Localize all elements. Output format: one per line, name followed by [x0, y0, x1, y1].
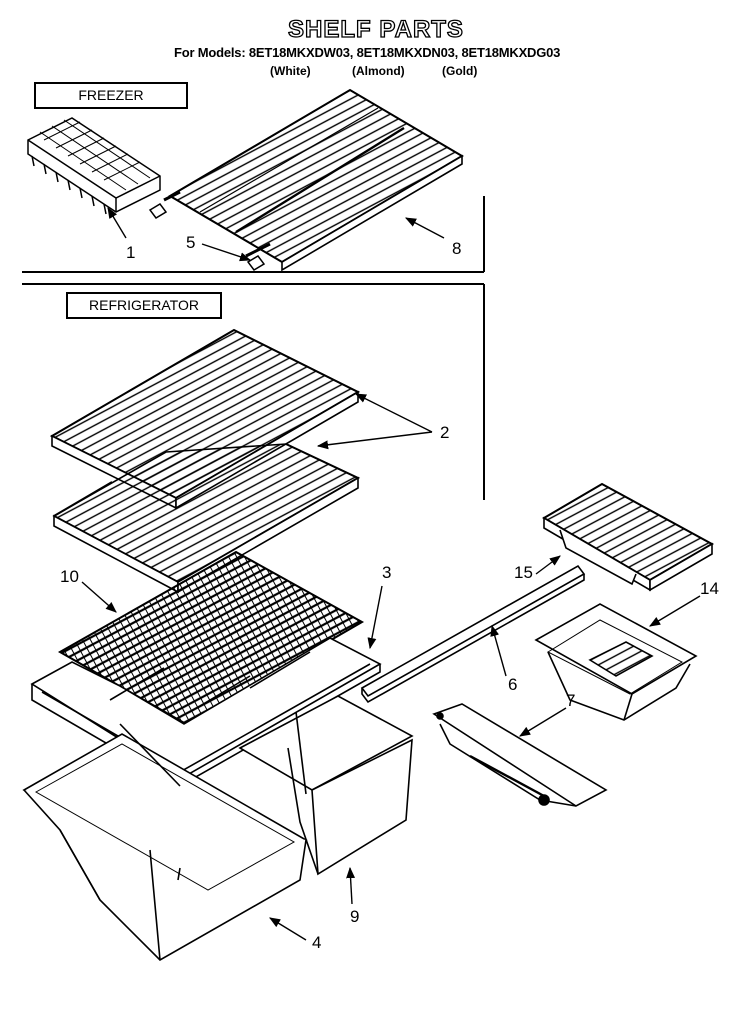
- callout-6: 6: [508, 675, 517, 694]
- callout-labels: 1 5 8 2 10 3 15 14 6 7 9 4: [60, 233, 719, 952]
- callout-4: 4: [312, 933, 321, 952]
- callout-10: 10: [60, 567, 79, 586]
- refrigerator-section-label: REFRIGERATOR: [66, 292, 222, 319]
- part-1-ice-tray: [27, 117, 161, 215]
- part-9-crisper-drawer-right: [238, 695, 414, 876]
- color-white: (White): [270, 64, 311, 78]
- color-almond: (Almond): [352, 64, 405, 78]
- callout-15: 15: [514, 563, 533, 582]
- callout-7: 7: [566, 691, 575, 710]
- part-14-meat-pan: [534, 603, 698, 721]
- callout-14: 14: [700, 579, 719, 598]
- page-title: SHELF PARTS: [287, 15, 464, 43]
- callout-8: 8: [452, 239, 461, 258]
- part-8-freezer-wire-shelf: [163, 88, 464, 272]
- section-lines: [22, 196, 485, 500]
- part-4-crisper-drawer-left: [22, 723, 308, 961]
- callout-5: 5: [186, 233, 195, 252]
- part-15-meat-pan-cover: [542, 482, 715, 592]
- callout-1: 1: [126, 243, 135, 262]
- callout-3: 3: [382, 563, 391, 582]
- callout-leaders: [81, 207, 701, 941]
- callout-2: 2: [440, 423, 449, 442]
- models-line: For Models: 8ET18MKXDW03, 8ET18MKXDN03, …: [174, 45, 561, 60]
- freezer-section-label: FREEZER: [34, 82, 188, 109]
- part-5-shelf-pins: [148, 203, 266, 271]
- color-gold: (Gold): [442, 64, 478, 78]
- part-7-cover-bracket: [432, 703, 608, 807]
- callout-9: 9: [350, 907, 359, 926]
- part-6-divider-strip: [360, 564, 586, 704]
